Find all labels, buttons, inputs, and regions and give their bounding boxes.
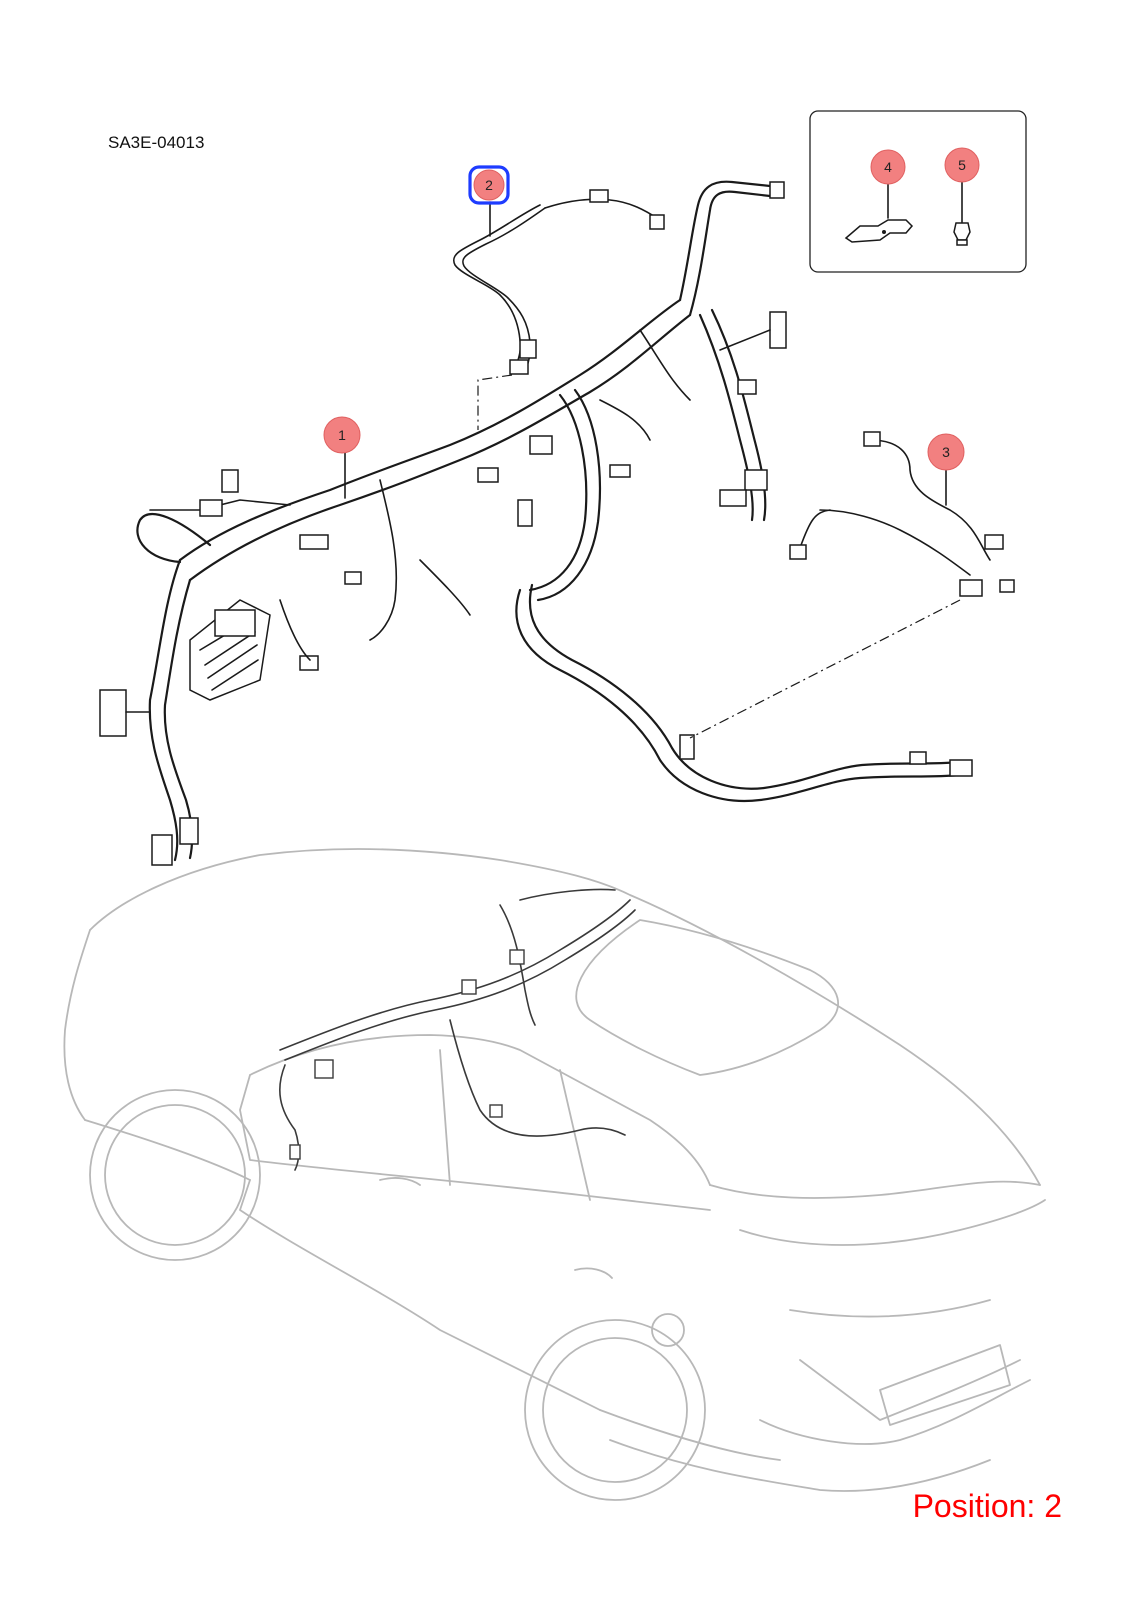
callout-4[interactable]: 4 <box>870 149 906 185</box>
svg-text:5: 5 <box>958 157 966 173</box>
fuse-box <box>189 599 271 701</box>
document-code: SA3E-04013 <box>108 133 205 152</box>
callout-5[interactable]: 5 <box>944 147 980 183</box>
callout-2[interactable]: 2 <box>468 165 510 205</box>
roof-harness-part-2 <box>453 189 665 430</box>
bracket-part-4 <box>844 181 914 243</box>
svg-text:3: 3 <box>942 444 950 460</box>
connector <box>99 689 127 737</box>
right-harness-part-3 <box>689 431 1015 739</box>
position-indicator: Position: 2 <box>912 1488 1062 1524</box>
vehicle-harness-overlay <box>279 888 636 1171</box>
svg-text:1: 1 <box>338 427 346 443</box>
parts-inset-box <box>809 110 1027 273</box>
callout-3[interactable]: 3 <box>927 433 965 471</box>
svg-text:2: 2 <box>485 177 493 193</box>
callout-1[interactable]: 1 <box>323 416 361 454</box>
svg-text:4: 4 <box>884 159 892 175</box>
main-harness-part-1 <box>99 180 973 866</box>
clip-part-5 <box>953 181 971 246</box>
vehicle-outline <box>63 848 1046 1501</box>
selection-highlight <box>468 165 510 205</box>
